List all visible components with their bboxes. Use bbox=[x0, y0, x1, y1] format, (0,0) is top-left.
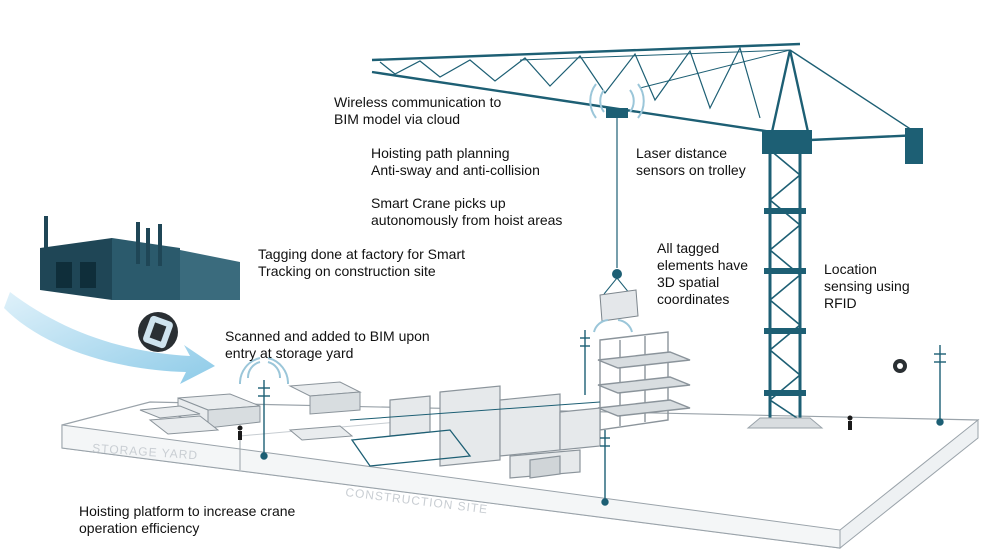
delivery-arrow bbox=[4, 292, 215, 384]
rfid-tag-icon bbox=[138, 312, 178, 352]
annotation-wireless: Wireless communication to BIM model via … bbox=[334, 94, 502, 127]
building-frame-icon bbox=[597, 331, 691, 431]
annotation-laser: Laser distance sensors on trolley bbox=[636, 145, 746, 178]
tower-crane bbox=[371, 42, 923, 429]
annotation-hoisting-path: Hoisting path planning Anti-sway and ant… bbox=[371, 145, 540, 178]
annotation-scanned: Scanned and added to BIM upon entry at s… bbox=[225, 328, 430, 361]
rfid-sensor-icon bbox=[893, 359, 907, 373]
worker-icon bbox=[237, 415, 853, 440]
antenna-pole-icon bbox=[258, 330, 946, 506]
annotation-tagged-elements: All tagged elements have 3D spatial coor… bbox=[657, 240, 749, 307]
annotation-tagging: Tagging done at factory for Smart Tracki… bbox=[258, 246, 465, 279]
annotation-location: Location sensing using RFID bbox=[824, 261, 910, 311]
annotation-platform: Hoisting platform to increase crane oper… bbox=[79, 503, 296, 536]
annotation-smart-crane: Smart Crane picks up autonomously from h… bbox=[371, 195, 563, 228]
storage-stacks bbox=[139, 381, 362, 441]
signal-waves-icon bbox=[238, 83, 645, 385]
factory-icon bbox=[40, 216, 240, 300]
